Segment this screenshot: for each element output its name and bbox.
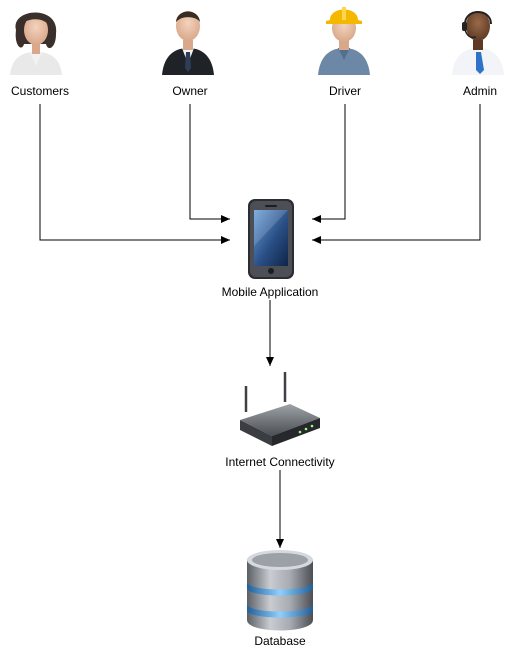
owner-label: Owner [172,84,208,98]
customers-label: Customers [10,84,69,98]
internet-connectivity-label: Internet Connectivity [225,455,335,469]
connectors [39,104,481,548]
mobile-application-label: Mobile Application [221,285,319,299]
edge-admin-to-app [312,104,481,244]
businesswoman-avatar-icon [10,12,62,75]
edge-customers-to-app [39,104,230,244]
edge-owner-to-app [189,104,230,223]
businessman-suit-avatar-icon [162,11,214,75]
support-agent-headset-icon [452,11,504,75]
database-cylinder-icon [247,550,313,631]
database-label: Database [254,634,306,648]
smartphone-icon [248,199,294,279]
construction-worker-hardhat-icon [318,7,370,75]
driver-label: Driver [329,84,361,98]
admin-label: Admin [462,84,497,98]
wireless-router-icon [240,372,320,446]
edge-driver-to-app [312,104,346,223]
